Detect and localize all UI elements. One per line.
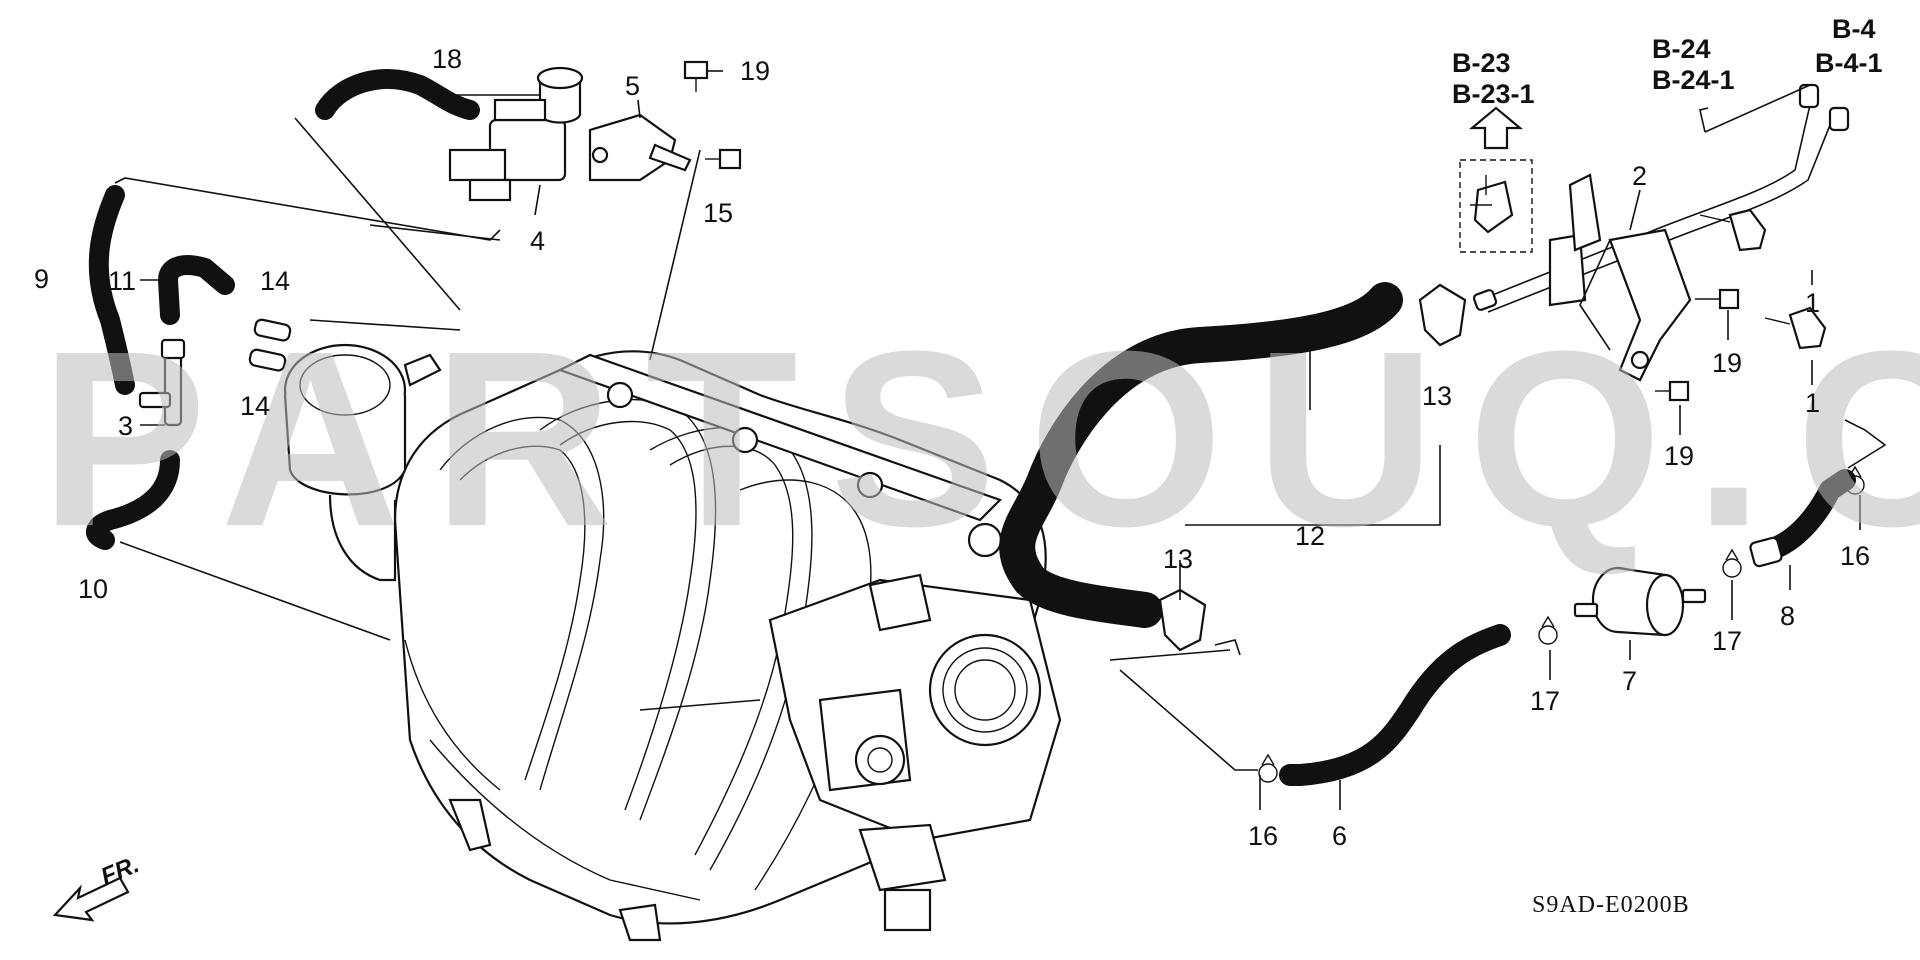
- pipe-bracket[interactable]: [1548, 173, 1692, 382]
- clip-17-left[interactable]: [1538, 615, 1558, 645]
- callout-15[interactable]: 15: [703, 198, 733, 228]
- callout-17-left[interactable]: 17: [1530, 686, 1560, 716]
- hose-clamp-1-lower[interactable]: [1764, 306, 1827, 350]
- callout-11[interactable]: 11: [108, 266, 136, 296]
- callout-6[interactable]: 6: [1332, 821, 1347, 851]
- throttle-body[interactable]: [768, 573, 1062, 932]
- callout-17-right[interactable]: 17: [1712, 626, 1742, 656]
- joint-14b[interactable]: [248, 348, 287, 372]
- callout-5[interactable]: 5: [625, 71, 640, 101]
- hose-clamp-1-upper[interactable]: [1699, 208, 1767, 252]
- callout-10[interactable]: 10: [78, 574, 108, 604]
- callout-13-lower[interactable]: 13: [1163, 544, 1193, 574]
- clip-16-right[interactable]: [1845, 465, 1865, 495]
- joint-14a[interactable]: [253, 318, 292, 342]
- callout-16-right[interactable]: 16: [1840, 541, 1870, 571]
- clip-17-right[interactable]: [1722, 548, 1742, 578]
- fuel-filter[interactable]: [1573, 566, 1707, 637]
- bolt-19-mid[interactable]: [1695, 288, 1740, 310]
- solenoid-bracket[interactable]: [588, 113, 692, 182]
- callout-9[interactable]: 9: [34, 264, 49, 294]
- callout-8[interactable]: 8: [1780, 601, 1795, 631]
- hose-18[interactable]: [315, 69, 480, 120]
- callout-14-upper[interactable]: 14: [260, 266, 290, 296]
- callout-1-upper[interactable]: 1: [1805, 288, 1820, 318]
- hose-6[interactable]: [1279, 624, 1511, 786]
- clip-16-left[interactable]: [1258, 753, 1278, 783]
- callout-16-left[interactable]: 16: [1248, 821, 1278, 851]
- callout-19-right[interactable]: 19: [1664, 441, 1694, 471]
- callout-1-lower[interactable]: 1: [1805, 388, 1820, 418]
- hose-8[interactable]: [1749, 469, 1856, 568]
- hose-11[interactable]: [158, 255, 235, 325]
- callout-13-upper[interactable]: 13: [1422, 381, 1452, 411]
- hose-10[interactable]: [86, 450, 180, 550]
- section-ref-b23-1[interactable]: B-23-1: [1452, 79, 1535, 109]
- front-arrow-icon: [52, 876, 130, 922]
- callout-19-mid[interactable]: 19: [1712, 348, 1742, 378]
- purge-canister[interactable]: [283, 343, 442, 582]
- b23-reference-box: [1459, 159, 1533, 253]
- up-arrow-icon: [1468, 106, 1524, 150]
- solenoid-valve[interactable]: [448, 66, 584, 202]
- section-ref-b4[interactable]: B-4: [1832, 14, 1876, 44]
- section-ref-b24[interactable]: B-24: [1652, 34, 1711, 64]
- diagram-code: S9AD-E0200B: [1532, 892, 1690, 918]
- bolt-19-top[interactable]: [683, 60, 709, 92]
- callout-7[interactable]: 7: [1622, 666, 1637, 696]
- section-ref-b4-1[interactable]: B-4-1: [1815, 48, 1883, 78]
- bolt-15[interactable]: [705, 148, 742, 170]
- t-joint-3[interactable]: [138, 338, 186, 427]
- clamp-13-upper[interactable]: [1418, 283, 1467, 347]
- section-ref-b23[interactable]: B-23: [1452, 48, 1511, 78]
- watermark: PARTSOUQ.COM: [40, 299, 1920, 578]
- hose-12[interactable]: [999, 282, 1403, 628]
- callout-3[interactable]: 3: [118, 411, 133, 441]
- callout-18[interactable]: 18: [432, 44, 462, 74]
- hose-9[interactable]: [88, 185, 135, 395]
- callout-12[interactable]: 12: [1295, 521, 1325, 551]
- callout-2[interactable]: 2: [1632, 161, 1647, 191]
- leader-lines: [114, 70, 1887, 810]
- callout-14-lower[interactable]: 14: [240, 391, 270, 421]
- callout-4[interactable]: 4: [530, 226, 545, 256]
- callout-19-top[interactable]: 19: [740, 56, 770, 86]
- bolt-19-right[interactable]: [1655, 380, 1690, 402]
- section-ref-b24-1[interactable]: B-24-1: [1652, 65, 1735, 95]
